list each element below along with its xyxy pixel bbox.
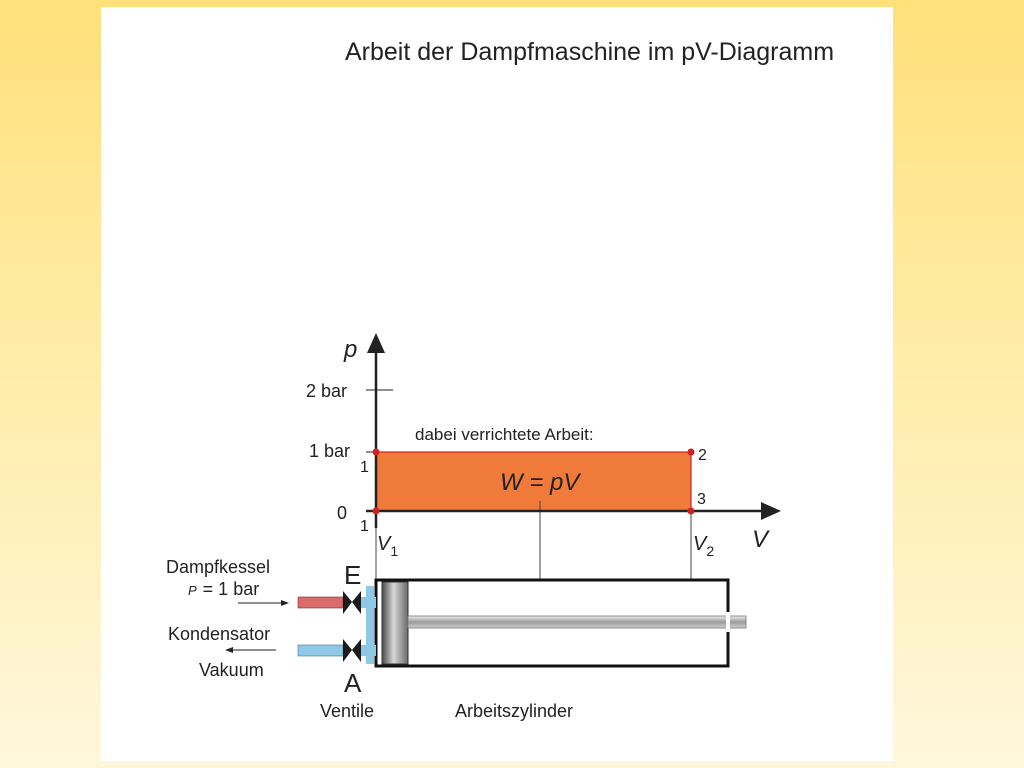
point-1-bottom-label: 1	[360, 518, 369, 535]
v1-main: V	[377, 533, 392, 555]
point-3	[687, 507, 695, 515]
pressure-value: = 1 bar	[203, 579, 260, 599]
condenser-label: Kondensator	[168, 624, 270, 644]
cylinder-label: Arbeitszylinder	[455, 701, 573, 721]
v1-sub: 1	[390, 543, 398, 559]
v2-sub: 2	[706, 543, 714, 559]
x-axis-label: V	[752, 526, 770, 553]
point-2	[687, 448, 695, 456]
piston	[381, 581, 409, 665]
pressure-symbol: P	[188, 583, 197, 598]
piston-rod	[407, 615, 747, 629]
inlet-valve-icon[interactable]	[343, 591, 361, 614]
outlet-valve-icon[interactable]	[343, 639, 361, 662]
y-axis-label: p	[343, 336, 357, 363]
point-2-label: 2	[698, 447, 707, 464]
y-axis-arrow	[367, 333, 385, 353]
v1-label: V1	[377, 533, 398, 559]
valves-label: Ventile	[320, 701, 374, 721]
inlet-valve-label: E	[344, 560, 361, 590]
tick-label-1bar: 1 bar	[309, 441, 350, 461]
v2-label: V2	[693, 533, 714, 559]
vacuum-label: Vakuum	[199, 660, 264, 680]
valve-manifold	[366, 586, 374, 664]
pressure-label: P = 1 bar	[188, 579, 259, 599]
tick-label-0: 0	[337, 503, 347, 523]
x-axis-arrow	[761, 502, 781, 520]
tick-label-2bar: 2 bar	[306, 381, 347, 401]
point-1-bottom	[372, 507, 380, 515]
condenser-outflow-arrow-icon	[225, 647, 276, 653]
v2-main: V	[693, 533, 708, 555]
point-3-label: 3	[697, 491, 706, 508]
work-formula: W = pV	[500, 469, 581, 496]
condenser-pipe	[297, 644, 344, 657]
cylinder-rod-seal	[726, 612, 730, 632]
boiler-label: Dampfkessel	[166, 557, 270, 577]
point-1-top-label: 1	[360, 459, 369, 476]
outlet-valve-label: A	[344, 668, 362, 698]
steam-inflow-arrow-icon	[238, 600, 289, 606]
slide-title: Arbeit der Dampfmaschine im pV-Diagramm	[345, 38, 835, 66]
steam-pipe	[297, 596, 344, 609]
point-1-top	[372, 448, 380, 456]
work-caption: dabei verrichtete Arbeit:	[415, 425, 594, 444]
